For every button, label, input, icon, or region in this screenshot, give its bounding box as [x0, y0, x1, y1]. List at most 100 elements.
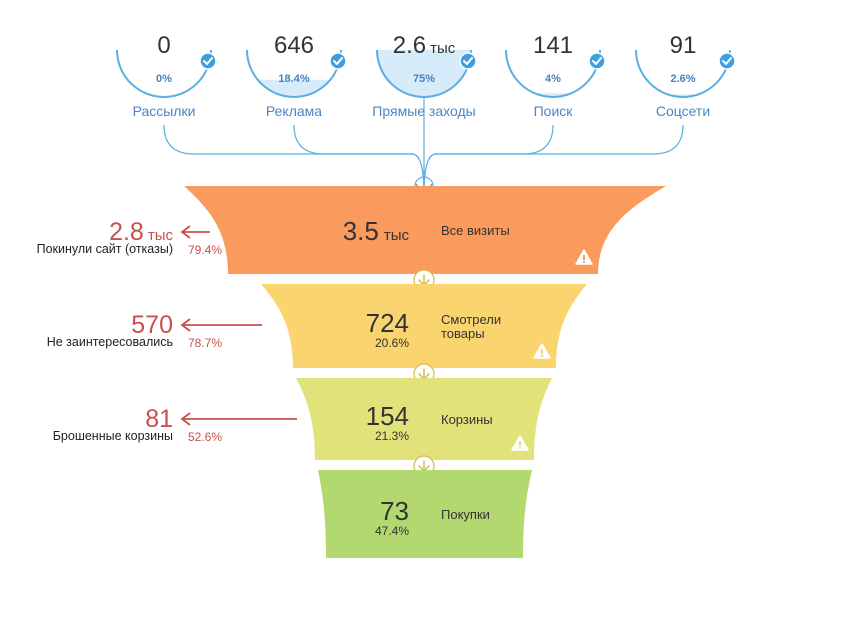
loss-arrow-head [180, 225, 191, 239]
badge-circle [199, 52, 217, 70]
check-circle-icon [199, 52, 217, 70]
warning-mark [541, 349, 543, 354]
check-mark [333, 57, 343, 65]
stage-label: Покупки [441, 507, 490, 522]
stage-shape [296, 378, 552, 460]
source-label: Рассылки [133, 103, 196, 119]
stage-value: 73 [380, 496, 409, 526]
source-percent: 2.6% [670, 73, 695, 85]
stage-shape [318, 470, 532, 558]
warning-triangle-icon [575, 249, 593, 265]
warning-dot [583, 261, 585, 263]
gauge-fill [377, 50, 471, 97]
check-mark [592, 57, 602, 65]
badge-circle [329, 52, 347, 70]
source-value-number: 91 [670, 32, 697, 59]
stage-shape [261, 284, 587, 368]
arrow-left-icon [180, 318, 262, 332]
source-gauge: 0 0% Рассылки [116, 32, 217, 119]
badge-circle [459, 52, 477, 70]
loss-value-number: 570 [131, 311, 173, 339]
stage-percent: 20.6% [375, 336, 409, 350]
loss-value-unit: тыс [148, 227, 174, 244]
gauge-arc [116, 49, 212, 98]
check-circle-icon [329, 52, 347, 70]
warning-triangle-icon [511, 435, 529, 451]
loss-value-number: 2.8 [109, 218, 144, 246]
source-gauge: 646 18.4% Реклама [246, 32, 347, 119]
arrow-left-icon [180, 225, 210, 239]
stage-label-line: товары [441, 326, 485, 341]
loss-label: Не заинтересовались [47, 335, 173, 349]
check-mark [463, 57, 473, 65]
warning-dot [519, 447, 521, 449]
loss-label: Брошенные корзины [53, 429, 173, 443]
source-connector [163, 124, 425, 195]
warning-dot [541, 355, 543, 357]
check-mark [203, 57, 213, 65]
check-circle-icon [588, 52, 606, 70]
gauge-arc [635, 49, 731, 98]
arrow-left-icon [180, 412, 297, 426]
loss-percent: 52.6% [188, 430, 222, 444]
stage-value-number: 3.5 [343, 216, 379, 246]
source-value: 646 [274, 32, 314, 59]
check-mark [722, 57, 732, 65]
warning-triangle-icon [533, 343, 551, 359]
source-label: Поиск [534, 103, 574, 119]
stage-shape [184, 186, 666, 274]
loss-arrow-head [180, 412, 191, 426]
stage-value-unit: тыс [384, 227, 410, 244]
loss-arrow-head [180, 318, 191, 332]
check-circle-icon [459, 52, 477, 70]
loss-percent: 78.7% [188, 336, 222, 350]
warning-mark [583, 255, 585, 260]
stage-value-number: 154 [366, 401, 409, 431]
source-value: 141 [533, 32, 573, 59]
check-circle-icon [718, 52, 736, 70]
stage-value-number: 73 [380, 496, 409, 526]
loss-label: Покинули сайт (отказы) [37, 242, 173, 256]
source-connector [423, 124, 554, 195]
source-value-number: 0 [157, 32, 170, 59]
gauge-arc [376, 49, 472, 98]
source-connector [293, 124, 425, 195]
badge-circle [718, 52, 736, 70]
source-value-number: 2.6 [393, 32, 426, 59]
source-value: 91 [670, 32, 697, 59]
gauge-arc [505, 49, 601, 98]
gauge-arc [246, 49, 342, 98]
source-label: Реклама [266, 103, 322, 119]
warning-mark [519, 441, 521, 446]
stage-value: 154 [366, 401, 409, 431]
stage-value: 3.5 тыс [343, 216, 410, 246]
source-label: Соцсети [656, 103, 710, 119]
source-gauge: 91 2.6% Соцсети [635, 32, 736, 119]
badge-circle [588, 52, 606, 70]
stage-percent: 47.4% [375, 524, 409, 538]
source-connector [423, 124, 684, 195]
source-percent: 0% [156, 73, 172, 85]
stage-label-line: Смотрели [441, 312, 501, 327]
source-value: 0 [157, 32, 170, 59]
loss-value: 570 [131, 311, 173, 339]
source-label: Прямые заходы [372, 103, 475, 119]
loss-value: 81 [145, 405, 173, 433]
source-value-number: 141 [533, 32, 573, 59]
source-value-unit: тыс [430, 40, 456, 57]
source-value-number: 646 [274, 32, 314, 59]
source-percent: 18.4% [278, 73, 309, 85]
